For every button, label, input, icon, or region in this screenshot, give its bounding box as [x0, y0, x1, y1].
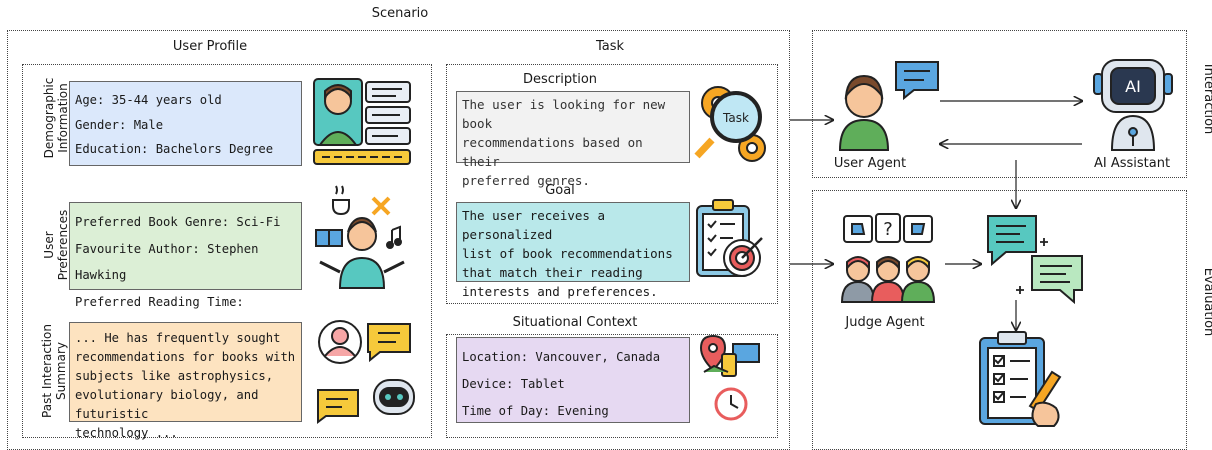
- past-line: technology ...: [75, 426, 178, 440]
- user-profile-title: User Profile: [172, 39, 248, 54]
- demographic-education: Education: Bachelors Degree: [75, 142, 274, 156]
- goal-line: The user receives a personalized: [462, 208, 605, 242]
- demographic-box: Age: 35-44 years old Gender: Male Educat…: [69, 81, 302, 166]
- task-panel: [446, 64, 778, 304]
- task-icon-text: Task: [722, 111, 749, 125]
- past-interaction-box: ... He has frequently sought recommendat…: [69, 322, 302, 440]
- demographic-age: Age: 35-44 years old: [75, 93, 222, 107]
- evaluation-clipboard-icon: [979, 331, 1062, 427]
- past-line: recommendations for books with: [75, 350, 296, 364]
- situational-context-title: Situational Context: [512, 315, 638, 330]
- user-agent-label: User Agent: [833, 156, 907, 171]
- situational-context-panel: [446, 334, 778, 438]
- description-line: The user is looking for new book: [462, 97, 666, 131]
- goal-line: interests and preferences.: [462, 284, 658, 299]
- preference-author: Favourite Author: Stephen Hawking: [75, 241, 259, 283]
- goal-title: Goal: [545, 183, 575, 198]
- hobbies-person-icon: [315, 185, 405, 289]
- scenario-title: Scenario: [371, 6, 429, 21]
- task-title: Task: [595, 39, 625, 54]
- context-time: Time of Day: Evening: [462, 404, 609, 418]
- flow-arrows: [790, 101, 1082, 330]
- description-line: recommendations based on their: [462, 135, 643, 169]
- goal-clipboard-target-icon: [696, 199, 763, 277]
- avatar-chat-robot-icon: [317, 320, 415, 424]
- user-profile-card-icon: [313, 78, 411, 165]
- ai-assistant-label: AI Assistant: [1093, 156, 1171, 171]
- interaction-panel: [812, 30, 1187, 178]
- demographic-gender: Gender: Male: [75, 117, 164, 132]
- past-line: subjects like astrophysics,: [75, 369, 274, 383]
- past-line: ... He has frequently sought: [75, 331, 281, 345]
- user-profile-panel: [22, 64, 432, 438]
- goal-line: list of book recommendations: [462, 246, 673, 261]
- goal-box: The user receives a personalized list of…: [456, 202, 690, 299]
- judge-agent-label: Judge Agent: [845, 315, 925, 330]
- ai-robot-icon: AI: [1093, 59, 1173, 151]
- judge-icon-text: ?: [883, 219, 893, 240]
- goal-line: that match their reading: [462, 265, 643, 280]
- past-line: evolutionary biology, and futuristic: [75, 388, 259, 421]
- situational-context-box: Location: Vancouver, Canada Device: Tabl…: [456, 337, 690, 423]
- context-location: Location: Vancouver, Canada: [462, 350, 661, 364]
- feedback-bubbles-icon: [987, 215, 1083, 305]
- ai-icon-text: AI: [1125, 77, 1141, 96]
- context-device: Device: Tablet: [462, 377, 565, 391]
- judge-agents-icon: ?: [840, 213, 936, 303]
- user-agent-icon: [838, 61, 939, 151]
- description-line: preferred genres.: [462, 173, 590, 188]
- preference-genre: Preferred Book Genre: Sci-Fi: [75, 215, 281, 229]
- task-magnifier-gears-icon: Task: [694, 86, 766, 162]
- description-title: Description: [522, 72, 598, 87]
- location-devices-clock-icon: [699, 334, 760, 421]
- description-box: The user is looking for new book recomme…: [456, 91, 690, 188]
